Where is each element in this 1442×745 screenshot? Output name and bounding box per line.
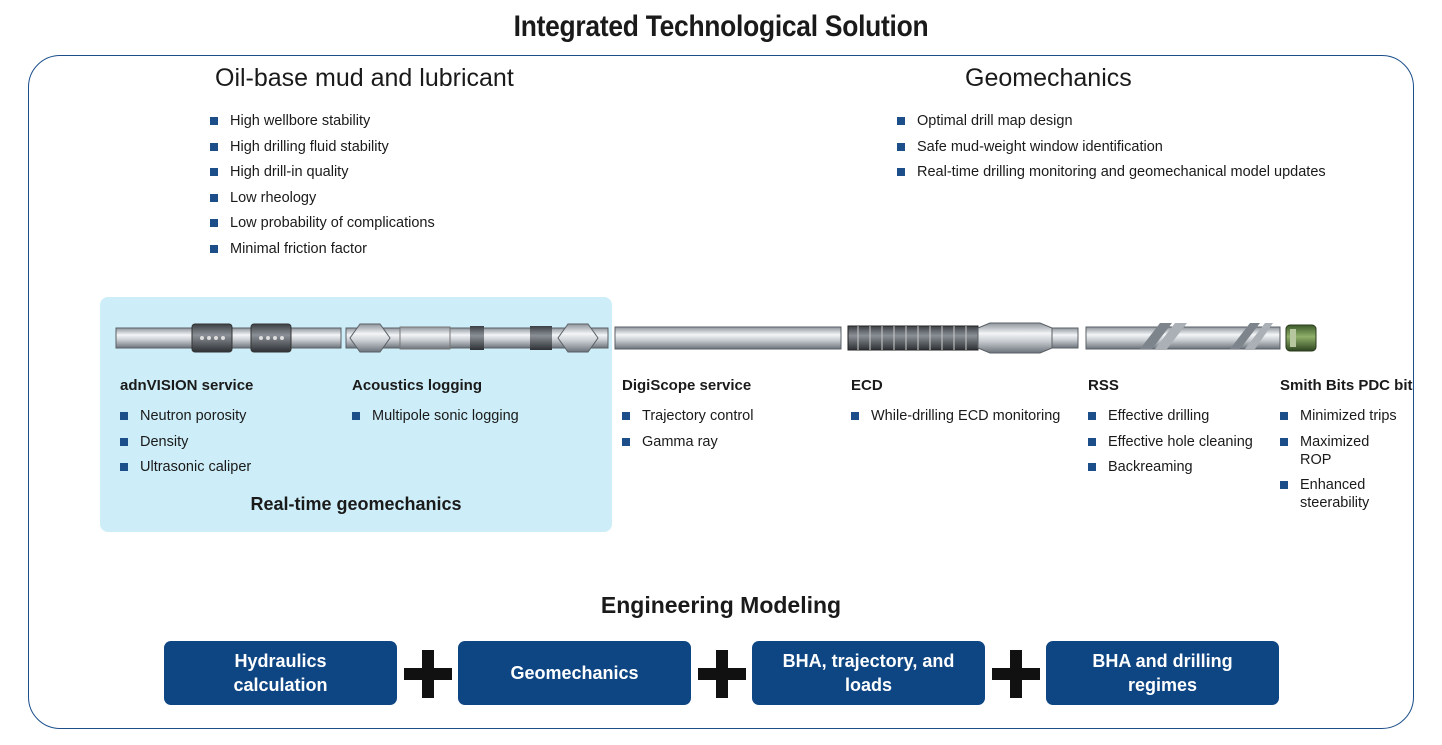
plus-icon [404,650,452,698]
engineering-modeling-title: Engineering Modeling [600,592,842,618]
bha-drilling-regimes-box: BHA and drilling regimes [1046,641,1279,705]
list-item: Backreaming [1088,458,1253,476]
list-item: Gamma ray [622,433,753,451]
list-item: Low probability of complications [210,214,435,232]
tool-list-digiscope: Trajectory control Gamma ray [622,407,753,458]
tool-list-rss: Effective drilling Effective hole cleani… [1088,407,1253,484]
page-title: Integrated Technological Solution [513,10,929,43]
list-item: Effective drilling [1088,407,1253,425]
tool-list-adnvision: Neutron porosity Density Ultrasonic cali… [120,407,251,484]
hydraulics-calculation-box: Hydraulics calculation [164,641,397,705]
list-item: Maximized ROP [1280,433,1400,469]
tool-list-acoustics: Multipole sonic logging [352,407,519,433]
adnvision-tool-drawing [115,323,342,353]
list-item: Low rheology [210,189,435,207]
bha-tool-string-illustration [115,322,1317,354]
list-item: Ultrasonic caliper [120,458,251,476]
list-item: Neutron porosity [120,407,251,425]
tool-title-pdc-bit: Smith Bits PDC bit [1280,377,1413,394]
real-time-geomechanics-label: Real-time geomechanics [250,494,462,514]
bha-trajectory-loads-box: BHA, trajectory, and loads [752,641,985,705]
list-item: Safe mud-weight window identification [897,138,1326,156]
list-item: Enhanced steerability [1280,476,1400,512]
geomechanics-box: Geomechanics [458,641,691,705]
rss-tool-drawing [1085,323,1281,350]
list-item: High wellbore stability [210,112,435,130]
geomechanics-list: Optimal drill map design Safe mud-weight… [897,112,1326,189]
list-item: Optimal drill map design [897,112,1326,130]
digiscope-tool-drawing [614,326,842,350]
tool-title-rss: RSS [1088,377,1119,394]
list-item: Trajectory control [622,407,753,425]
tool-list-pdc-bit: Minimized trips Maximized ROP Enhanced s… [1280,407,1400,520]
oil-base-mud-title: Oil-base mud and lubricant [215,64,514,92]
tool-list-ecd: While-drilling ECD monitoring [851,407,1060,433]
list-item: Effective hole cleaning [1088,433,1253,451]
tool-title-adnvision: adnVISION service [120,377,254,394]
list-item: High drilling fluid stability [210,138,435,156]
plus-icon [698,650,746,698]
list-item: While-drilling ECD monitoring [851,407,1060,425]
list-item: Real-time drilling monitoring and geomec… [897,163,1326,181]
oil-base-mud-list: High wellbore stability High drilling fl… [210,112,435,265]
solution-frame [28,55,1414,729]
list-item: Density [120,433,251,451]
plus-icon [992,650,1040,698]
list-item: Minimized trips [1280,407,1400,425]
ecd-tool-drawing [847,322,1079,354]
geomechanics-title: Geomechanics [965,64,1132,92]
pdc-bit-drawing [1285,324,1317,352]
list-item: Minimal friction factor [210,240,435,258]
list-item: Multipole sonic logging [352,407,519,425]
tool-title-acoustics: Acoustics logging [352,377,483,394]
tool-title-ecd: ECD [851,377,883,394]
list-item: High drill-in quality [210,163,435,181]
acoustics-tool-drawing [345,323,609,353]
tool-title-digiscope: DigiScope service [622,377,752,394]
